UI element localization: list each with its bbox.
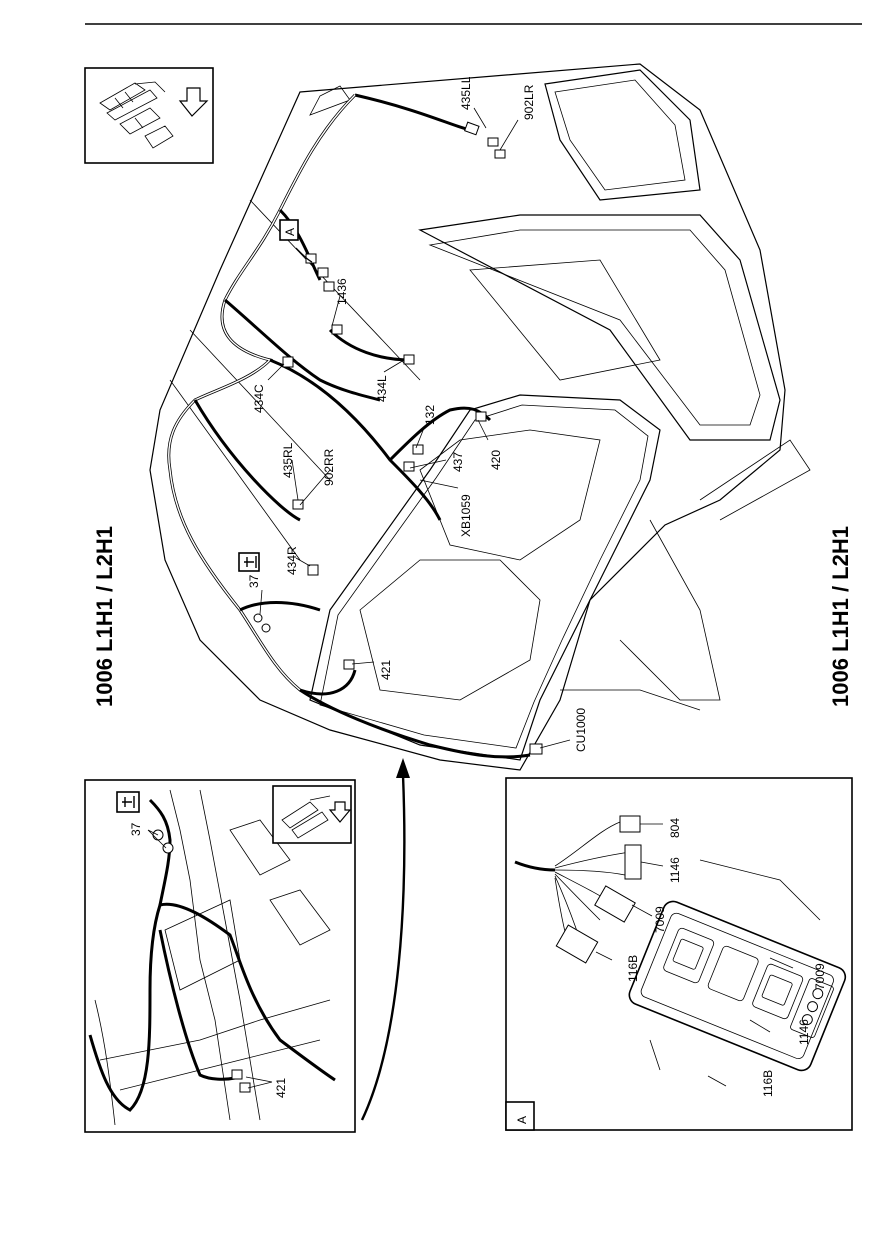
inset-a-label-804: 804: [668, 818, 682, 838]
label-CU1000: CU1000: [574, 708, 588, 752]
label-1436: 1436: [335, 278, 349, 305]
page-title-bottom: 1006 L1H1 / L2H1: [828, 526, 853, 707]
label-XB1059: XB1059: [459, 494, 473, 537]
label-37: 37: [247, 574, 261, 588]
label-902LR: 902LR: [522, 84, 536, 120]
detail-inset-a: [505, 777, 853, 1131]
orientation-inset: [84, 67, 214, 164]
label-437: 437: [451, 452, 465, 472]
connector-arrow-head: [396, 758, 410, 778]
inset-a-label-1146-top: 1146: [668, 857, 682, 883]
inset-a-label-1146-bottom: 1146: [797, 1019, 811, 1045]
ground-inset: [84, 779, 356, 1133]
inset-a-label-7009-bottom: 7009: [813, 963, 827, 990]
page-title: 1006 L1H1 / L2H1: [92, 526, 117, 707]
label-132: 132: [423, 405, 437, 425]
label-434C: 434C: [252, 384, 266, 413]
callout-a-label: A: [283, 228, 297, 236]
inset-a-corner-label: A: [515, 1116, 529, 1124]
label-421: 421: [379, 660, 393, 680]
label-434R: 434R: [285, 546, 299, 575]
label-435RL: 435RL: [281, 442, 295, 478]
connector-arrow: [360, 774, 406, 1121]
inset-a-label-116B-top: 116B: [626, 955, 640, 982]
main-labels: 435LL 902LR A 1436 434C 434L 132 435RL 9…: [247, 76, 588, 752]
inset-a-label-116B-bottom: 116B: [761, 1070, 775, 1097]
inset-label-421: 421: [274, 1078, 288, 1098]
label-434L: 434L: [375, 375, 389, 402]
inset-label-37: 37: [129, 822, 143, 836]
label-420: 420: [489, 450, 503, 470]
main-illustration: [149, 63, 811, 771]
inset-a-label-7009-top: 7009: [653, 906, 667, 933]
label-902RR: 902RR: [322, 448, 336, 486]
label-435LL: 435LL: [459, 76, 473, 110]
